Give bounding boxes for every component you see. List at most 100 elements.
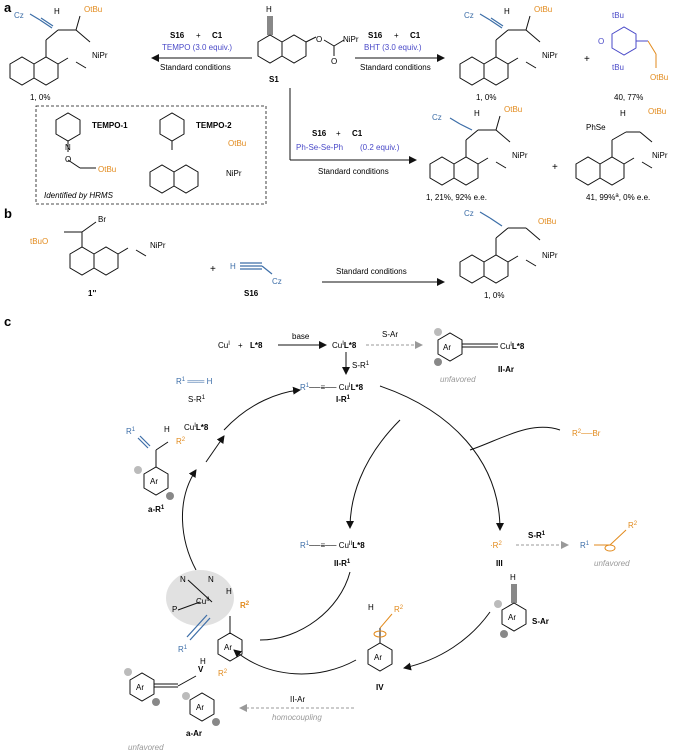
c-iv-h: H <box>368 603 374 612</box>
c-l8: L*8 <box>250 341 263 350</box>
c-cycle-inner-bottom <box>259 571 351 641</box>
c-a-r1-ar: Ar <box>150 477 158 486</box>
s16-h: H <box>230 262 236 271</box>
pse-plus: + <box>336 129 341 138</box>
c-a-ar-dot3 <box>182 692 190 700</box>
product-1-right-cz: Cz <box>464 11 474 20</box>
product-1-left-obu: OtBu <box>84 5 102 14</box>
c-ii-ar-dot2 <box>434 358 442 366</box>
c-sar-structure <box>501 584 527 632</box>
c-cycle-right <box>379 385 504 531</box>
c-sr1-left: S-R1 <box>188 395 206 404</box>
c-sar: S-Ar <box>382 330 398 339</box>
c-ii-r1-label: II-R1 <box>334 559 351 568</box>
tempo-c1: C1 <box>212 31 223 40</box>
c-cycle-bottom-right <box>403 611 491 671</box>
tempo-2-label: TEMPO-2 <box>196 121 232 130</box>
c-v-alkyne <box>186 614 211 641</box>
bht-c1: C1 <box>410 31 421 40</box>
c-iv-structure <box>367 628 393 672</box>
c-v-n1: N <box>180 575 186 584</box>
c-v-ar: Ar <box>224 643 232 652</box>
compound-40-ester <box>647 40 657 68</box>
product-1-left-cz: Cz <box>14 11 24 20</box>
panel-b-plus: + <box>210 264 216 275</box>
s1-o: O <box>316 35 322 44</box>
c-r2br-arc <box>469 426 561 451</box>
s16-cz: Cz <box>272 277 282 286</box>
c-a-ar-ar1: Ar <box>136 683 144 692</box>
tempo-s16: S16 <box>170 31 185 40</box>
s1-npr: NiPr <box>343 35 359 44</box>
c-allene <box>594 529 627 552</box>
c-allene-r2: R2 <box>628 521 638 530</box>
tempo-2-npr: NiPr <box>226 169 242 178</box>
sm-1pp-label: 1'' <box>88 289 96 298</box>
c-i-r1-label: I-R1 <box>336 395 351 404</box>
tempo-2-obu: OtBu <box>228 139 246 148</box>
panel-label-c: c <box>4 314 11 329</box>
c-iv-chain <box>373 613 393 638</box>
c-sar-dot2 <box>500 630 508 638</box>
c-v-label: V <box>198 665 204 674</box>
product-41-obu: OtBu <box>648 107 666 116</box>
panel-b-product-npr: NiPr <box>542 251 558 260</box>
c-cycle-top <box>223 386 301 431</box>
bht-cond: Standard conditions <box>360 63 431 72</box>
c-a-ar-dot2 <box>152 698 160 706</box>
product-1-pse-cz: Cz <box>432 113 442 122</box>
c-ii-ar <box>437 332 498 362</box>
c-homocoupling: homocoupling <box>272 713 322 722</box>
c-i-r1-species: R1──≡── CuIL*8 <box>300 383 364 392</box>
tempo-2-structure <box>149 112 199 194</box>
product-1-pse-obu: OtBu <box>504 105 522 114</box>
pse-result1: 1, 21%, 92% e.e. <box>426 193 487 202</box>
c-cycle-inner <box>346 419 401 529</box>
c-v-structure <box>177 579 243 662</box>
product-1-pse-npr: NiPr <box>512 151 528 160</box>
tempo-cond: Standard conditions <box>160 63 231 72</box>
c-cu: CuI <box>218 341 230 350</box>
bht-plus: + <box>394 31 399 40</box>
pse-s16: S16 <box>312 129 327 138</box>
pse-result2: 41, 99%a, 0% e.e. <box>586 193 650 202</box>
s16-label: S16 <box>244 289 259 298</box>
sm-1pp-npr: NiPr <box>150 241 166 250</box>
c-ii-ar-label: II-Ar <box>498 365 514 374</box>
tempo-1-o: O <box>65 155 71 164</box>
c-a-ar-r2: R2 <box>218 669 228 678</box>
sm-1pp-obu: tBuO <box>30 237 48 246</box>
panel-b-product-obu: OtBu <box>538 217 556 226</box>
compound-40-tbu2: tBu <box>612 63 624 72</box>
compound-40-tbu1: tBu <box>612 11 624 20</box>
panel-b-cond: Standard conditions <box>336 267 407 276</box>
c-v-n2: N <box>208 575 214 584</box>
sm-1pp <box>64 221 147 276</box>
c-iv-label: IV <box>376 683 384 692</box>
c-ii-ar-2: II-Ar <box>290 695 305 704</box>
c-sr1: S-R1 <box>352 361 370 370</box>
c-unf-r1: R1 <box>580 541 590 550</box>
pse-reagent: Ph-Se-Se-Ph <box>296 143 343 152</box>
product-1-left-npr: NiPr <box>92 51 108 60</box>
c-a-r1-chain <box>137 435 151 449</box>
c-v-cu: CuII <box>196 597 210 606</box>
c-v-r2: R2 <box>240 601 250 610</box>
c-v-h: H <box>226 587 232 596</box>
c-a-ar-dot1 <box>124 668 132 676</box>
tempo-plus: + <box>196 31 201 40</box>
c-ii-ar-dot1 <box>434 328 442 336</box>
c-v-p: P <box>172 605 177 614</box>
product-1-right-obu: OtBu <box>534 5 552 14</box>
bht-byproduct: 40, 77% <box>614 93 643 102</box>
pse-cond: Standard conditions <box>318 167 389 176</box>
c-cycle-left-up <box>181 469 197 571</box>
product-41-h: H <box>620 109 626 118</box>
panel-b-product-chain <box>479 211 503 227</box>
pse-equiv: (0.2 equiv.) <box>360 143 400 152</box>
c-v-shade <box>166 570 234 626</box>
c-cycle-left-top <box>205 435 225 463</box>
c-a-ar-dot4 <box>212 718 220 726</box>
bht-s16: S16 <box>368 31 383 40</box>
